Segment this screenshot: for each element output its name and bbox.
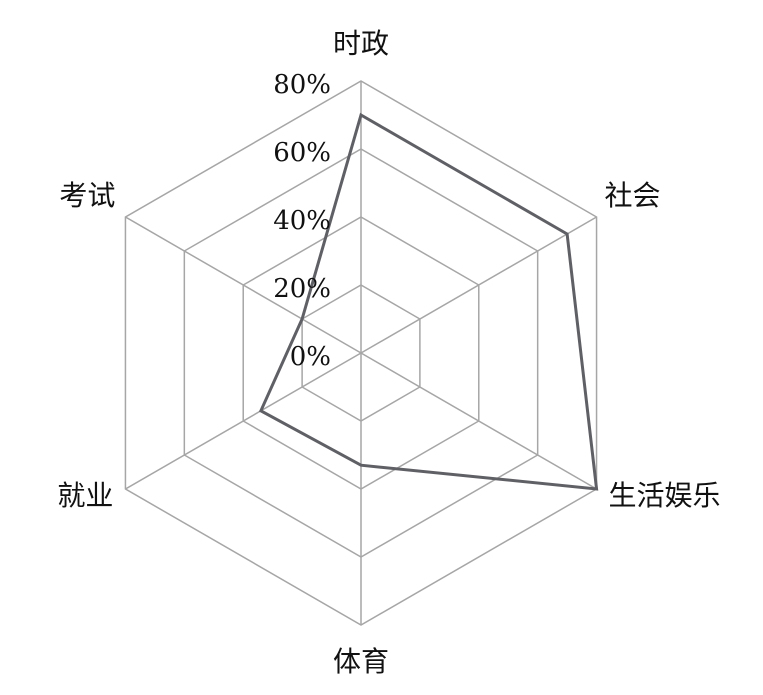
category-label: 社会 xyxy=(605,179,661,212)
radial-tick-labels: 0% 20% 40% 60% 80% xyxy=(273,70,331,372)
tick-label: 80% xyxy=(273,70,331,100)
category-label: 生活娱乐 xyxy=(609,479,721,512)
tick-label: 40% xyxy=(273,206,331,236)
tick-label: 0% xyxy=(290,342,331,372)
category-label: 就业 xyxy=(57,479,113,512)
category-label: 考试 xyxy=(59,179,115,212)
grid-spoke xyxy=(125,216,362,354)
radar-grid xyxy=(124,80,598,626)
grid-spoke xyxy=(360,216,597,354)
grid-spoke xyxy=(125,352,362,490)
grid-spoke xyxy=(360,352,597,490)
category-label: 体育 xyxy=(333,645,389,678)
radar-series xyxy=(258,112,599,491)
tick-label: 60% xyxy=(273,138,331,168)
tick-label: 20% xyxy=(273,274,331,304)
category-label: 时政 xyxy=(333,27,389,60)
